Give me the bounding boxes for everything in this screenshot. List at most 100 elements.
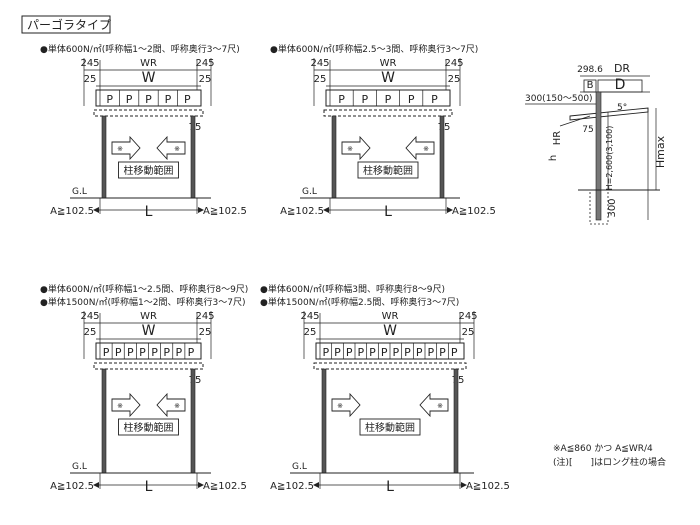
column-right (190, 368, 196, 474)
rafter-label: P (184, 93, 191, 106)
column-left (321, 368, 327, 474)
d-box (597, 79, 643, 93)
rafter-label: P (416, 346, 423, 359)
dim-side-right: 245 (195, 58, 214, 69)
arrow-hatch: ※ (347, 145, 353, 153)
rafter-label: P (408, 93, 415, 106)
dim-hmax: Hmax (654, 135, 667, 168)
range-label-box (359, 418, 421, 436)
dim-a-right: A≧102.5 (203, 481, 247, 492)
move-arrow-left (419, 392, 449, 418)
rafter-label: P (188, 346, 195, 359)
dim-wr: WR (140, 58, 157, 69)
move-arrow-right (331, 392, 361, 418)
dim-a-left: A≧102.5 (50, 206, 94, 217)
dim-side-right: 245 (195, 311, 214, 322)
rafter-label: P (334, 346, 341, 359)
dim-l: L (384, 204, 392, 220)
column-range-label: 柱移動範囲 (363, 164, 413, 177)
dim-wr: WR (140, 311, 157, 322)
dim-a-left: A≧102.5 (50, 481, 94, 492)
dim-w: W (142, 70, 156, 86)
dim-wr: WR (380, 58, 397, 69)
column-left (331, 115, 337, 199)
load-spec-note: ●単体600N/㎡(呼称幅2.5～3間、呼称奥行3～7尺) (270, 43, 478, 55)
dim-base-300: 300 (607, 198, 618, 217)
dim-a-left: A≧102.5 (280, 206, 324, 217)
rafter-label: P (126, 93, 133, 106)
dim-edge-left: 25 (304, 327, 317, 338)
dim-dr: DR (614, 62, 630, 75)
dim-a-left: A≧102.5 (270, 481, 314, 492)
ground-level-label: G.L (302, 187, 317, 197)
rafter-label: P (369, 346, 376, 359)
column-range-label: 柱移動範囲 (124, 421, 174, 434)
dim-edge-left: 25 (84, 327, 97, 338)
side-column (595, 91, 602, 221)
dim-edge-left: 25 (314, 74, 327, 85)
dim-edge-right: 25 (199, 74, 212, 85)
footnote-a-condition: ※A≦860 かつ A≦WR/4 (553, 443, 653, 454)
front-view-diagram: ●単体600N/㎡(呼称幅1～2.5間、呼称奥行8～9尺)●単体1500N/㎡(… (40, 283, 248, 495)
rafter-label: P (165, 93, 172, 106)
dim-l: L (386, 479, 394, 495)
load-spec-note: ●単体1500N/㎡(呼称幅1～2間、呼称奥行3～7尺) (40, 296, 245, 308)
rafter-label: P (428, 346, 435, 359)
ground-level-label: G.L (292, 462, 307, 472)
dim-a-right: A≧102.5 (452, 206, 496, 217)
dim-h-standard: H=2,600(3,100) (605, 126, 614, 191)
beam (313, 362, 467, 370)
column-right (190, 115, 196, 199)
column-right (453, 368, 459, 474)
footnote-long-column: (注)[ ]はロング柱の場合 (553, 456, 666, 468)
dim-side-left: 245 (300, 311, 319, 322)
angle-label: 5° (617, 103, 627, 113)
dim-edge-right: 25 (448, 74, 461, 85)
load-spec-note: ●単体600N/㎡(呼称幅1～2.5間、呼称奥行8～9尺) (40, 283, 248, 295)
dim-d: D (615, 77, 626, 93)
rafter-label: P (346, 346, 353, 359)
arrow-hatch: ※ (437, 402, 443, 410)
rafter-label: P (358, 346, 365, 359)
arrow-hatch: ※ (174, 145, 180, 153)
dim-75: 75 (582, 125, 593, 135)
dim-side-left: 245 (80, 58, 99, 69)
range-label-box (118, 418, 179, 436)
ground-level-label: G.L (72, 462, 87, 472)
roof-beam (569, 107, 649, 121)
rafter-label: P (385, 93, 392, 106)
move-arrow-right (111, 135, 141, 161)
load-spec-note: ●単体1500N/㎡(呼称幅2.5間、呼称奥行3～7尺) (260, 296, 459, 308)
dim-w: W (383, 323, 397, 339)
rafter-label: P (451, 346, 458, 359)
column-left (101, 368, 107, 474)
rafter-label: P (145, 93, 152, 106)
rafter-label: P (127, 346, 134, 359)
dim-a-right: A≧102.5 (203, 206, 247, 217)
dim-range-300: 300(150～500) (525, 94, 593, 104)
rafter-label: P (393, 346, 400, 359)
rafter-label: P (139, 346, 146, 359)
dim-b: B (587, 80, 594, 91)
dim-side-left: 245 (310, 58, 329, 69)
roof-panel (95, 89, 202, 107)
arrow-hatch: ※ (337, 402, 343, 410)
column-range-label: 柱移動範囲 (365, 421, 415, 434)
move-arrow-right (341, 135, 371, 161)
arrow-hatch: ※ (117, 145, 123, 153)
dim-w: W (142, 323, 156, 339)
move-arrow-left (405, 135, 435, 161)
move-arrow-left (156, 135, 186, 161)
arrow-hatch: ※ (117, 402, 123, 410)
dim-298: 298.6 (577, 65, 603, 75)
rafter-label: P (106, 93, 113, 106)
rafter-label: P (175, 346, 182, 359)
rafter-label: P (151, 346, 158, 359)
dim-edge-left: 25 (84, 74, 97, 85)
page-title: パーゴラタイプ (27, 17, 111, 32)
rafter-label: P (163, 346, 170, 359)
